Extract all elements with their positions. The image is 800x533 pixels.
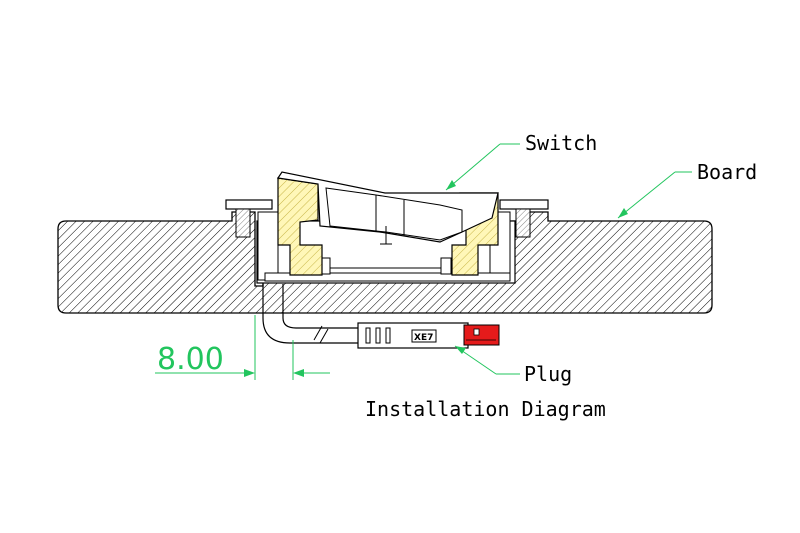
plug-logo-box — [411, 329, 437, 343]
plug-logo: XE7 — [414, 333, 433, 343]
plug-callout: Plug — [454, 345, 572, 386]
switch-callout: Switch — [445, 131, 597, 191]
switch-label: Switch — [525, 131, 597, 155]
dimension-value: 8.00 — [157, 342, 224, 377]
diagram-caption: Installation Diagram — [365, 397, 606, 421]
cable — [262, 284, 360, 344]
plug-connector: XE7 — [357, 322, 500, 349]
left-clip — [235, 208, 251, 238]
board-label: Board — [697, 160, 757, 184]
right-clip — [515, 208, 531, 238]
switch-housing — [225, 171, 549, 284]
dimension-annotation: 8.00 — [155, 315, 330, 380]
board-callout: Board — [617, 160, 757, 219]
plug-label: Plug — [524, 362, 572, 386]
plug-red-terminal — [463, 324, 500, 346]
